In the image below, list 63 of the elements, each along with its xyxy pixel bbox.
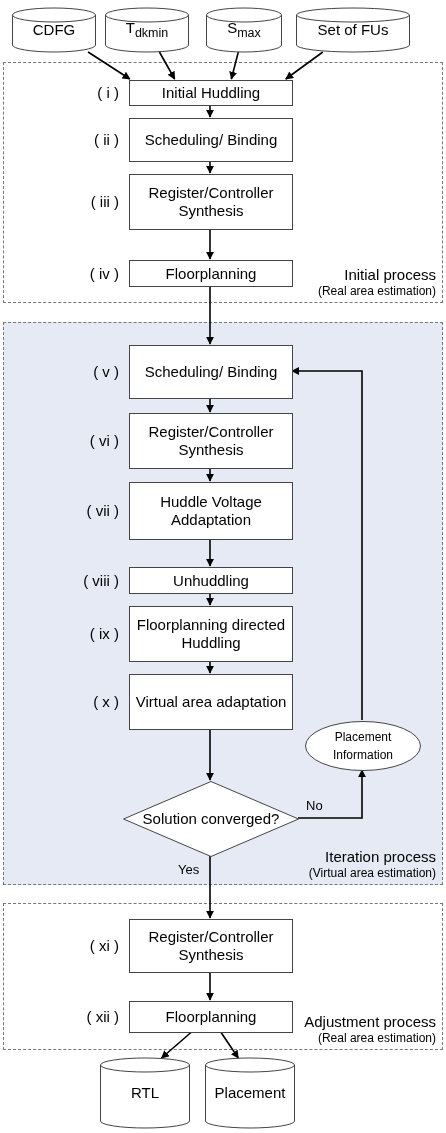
arrow bbox=[206, 104, 214, 118]
process-box: Register/Controller Synthesis bbox=[129, 919, 293, 973]
process-group bbox=[3, 322, 443, 885]
database-cylinder: S$_{max}$ bbox=[206, 8, 282, 52]
process-box: Virtual area adaptation bbox=[129, 674, 293, 730]
process-box: Register/Controller Synthesis bbox=[129, 413, 293, 469]
arrow bbox=[219, 1031, 240, 1059]
group-title: Initial process bbox=[343, 266, 436, 284]
step-number: ( xii ) bbox=[86, 1008, 119, 1026]
process-box: Floorplanning bbox=[129, 260, 293, 287]
process-group bbox=[3, 62, 443, 303]
process-box: Floorplanning directed Huddling bbox=[129, 606, 293, 662]
step-number: ( vii ) bbox=[86, 502, 119, 520]
step-number: ( iv ) bbox=[89, 264, 119, 283]
step-number: ( i ) bbox=[97, 84, 119, 102]
arrow bbox=[206, 592, 214, 606]
database-cylinder: T$_{dkmin}$ bbox=[105, 8, 189, 52]
arrow bbox=[229, 51, 240, 80]
arrow bbox=[291, 367, 363, 721]
database-cylinder: RTL bbox=[100, 1058, 190, 1128]
arrow bbox=[206, 160, 214, 174]
process-box: Floorplanning bbox=[129, 1001, 293, 1033]
process-box: Unhuddling bbox=[129, 567, 293, 594]
arrow bbox=[206, 855, 214, 919]
arrow bbox=[87, 51, 131, 80]
step-number: ( v ) bbox=[93, 363, 119, 381]
arrow bbox=[206, 397, 214, 413]
arrow bbox=[160, 1031, 193, 1059]
process-box: Huddle Voltage Addaptation bbox=[129, 482, 293, 540]
step-number: ( iii ) bbox=[90, 193, 119, 211]
arrow bbox=[206, 728, 214, 781]
step-number: ( ix ) bbox=[89, 625, 119, 643]
step-number: ( ii ) bbox=[94, 131, 119, 149]
arrow bbox=[206, 285, 214, 345]
group-subtitle: (Real area estimation) bbox=[317, 284, 436, 298]
arrow bbox=[206, 971, 214, 1001]
arrow bbox=[206, 467, 214, 482]
database-cylinder: CDFG bbox=[12, 8, 96, 52]
arrow bbox=[297, 769, 366, 819]
database-cylinder: Placement bbox=[205, 1058, 295, 1128]
arrow bbox=[206, 538, 214, 567]
step-number: ( x ) bbox=[93, 693, 119, 711]
edge-label: Yes bbox=[176, 862, 202, 877]
group-title: Iteration process bbox=[324, 848, 436, 866]
group-subtitle: (Real area estimation) bbox=[316, 1031, 436, 1045]
step-number: ( xi ) bbox=[89, 937, 119, 955]
step-number: ( viii ) bbox=[83, 571, 119, 590]
process-group bbox=[3, 903, 443, 1050]
info-ellipse: Placement Information bbox=[305, 721, 421, 771]
process-box: Scheduling/ Binding bbox=[129, 345, 293, 399]
arrow bbox=[206, 660, 214, 674]
arrow bbox=[158, 51, 176, 80]
edge-label: No bbox=[304, 798, 325, 813]
process-box: Initial Huddling bbox=[129, 80, 293, 106]
step-number: ( vi ) bbox=[89, 432, 119, 450]
process-box: Scheduling/ Binding bbox=[129, 118, 293, 162]
arrow bbox=[285, 51, 324, 80]
process-box: Register/Controller Synthesis bbox=[129, 174, 293, 230]
group-subtitle: (Virtual area estimation) bbox=[308, 866, 436, 880]
arrow bbox=[206, 228, 214, 260]
decision-diamond: Solution converged? bbox=[123, 781, 299, 857]
group-title: Adjustment process bbox=[304, 1013, 436, 1031]
database-cylinder: Set of FUs bbox=[296, 8, 410, 52]
